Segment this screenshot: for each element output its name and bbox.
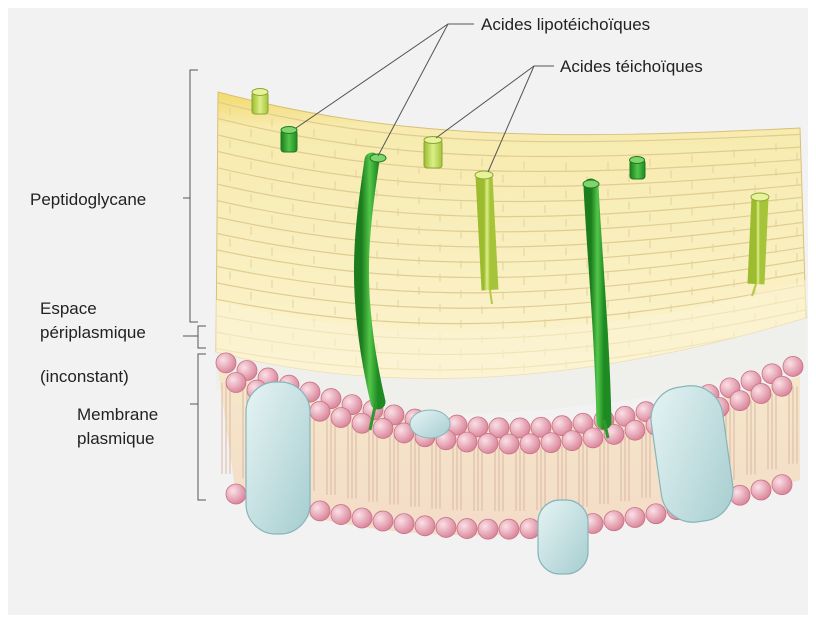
membrane-protein-small: [410, 410, 450, 438]
label-membrane-line1: Membrane: [77, 405, 158, 424]
label-periplasm-line2: périplasmique: [40, 323, 146, 342]
label-membrane-line2: plasmique: [77, 429, 155, 448]
label-teichoic-acids: Acides téichoïques: [560, 57, 703, 76]
lipoteichoic-acid-stub-2: [630, 157, 646, 180]
peptidoglycan-layer: [210, 92, 810, 379]
label-periplasm-line3: (inconstant): [40, 367, 129, 386]
membrane-protein-left: [246, 382, 310, 534]
teichoic-acid-2: [424, 137, 442, 169]
label-periplasm-line1: Espace: [40, 299, 97, 318]
lipoteichoic-acid-stub-1: [281, 127, 297, 153]
label-lipoteichoic-acids: Acides lipotéichoïques: [481, 15, 650, 34]
teichoic-acid-1: [252, 89, 268, 115]
membrane-protein-bottom: [538, 500, 588, 574]
label-peptidoglycan: Peptidoglycane: [30, 190, 146, 209]
